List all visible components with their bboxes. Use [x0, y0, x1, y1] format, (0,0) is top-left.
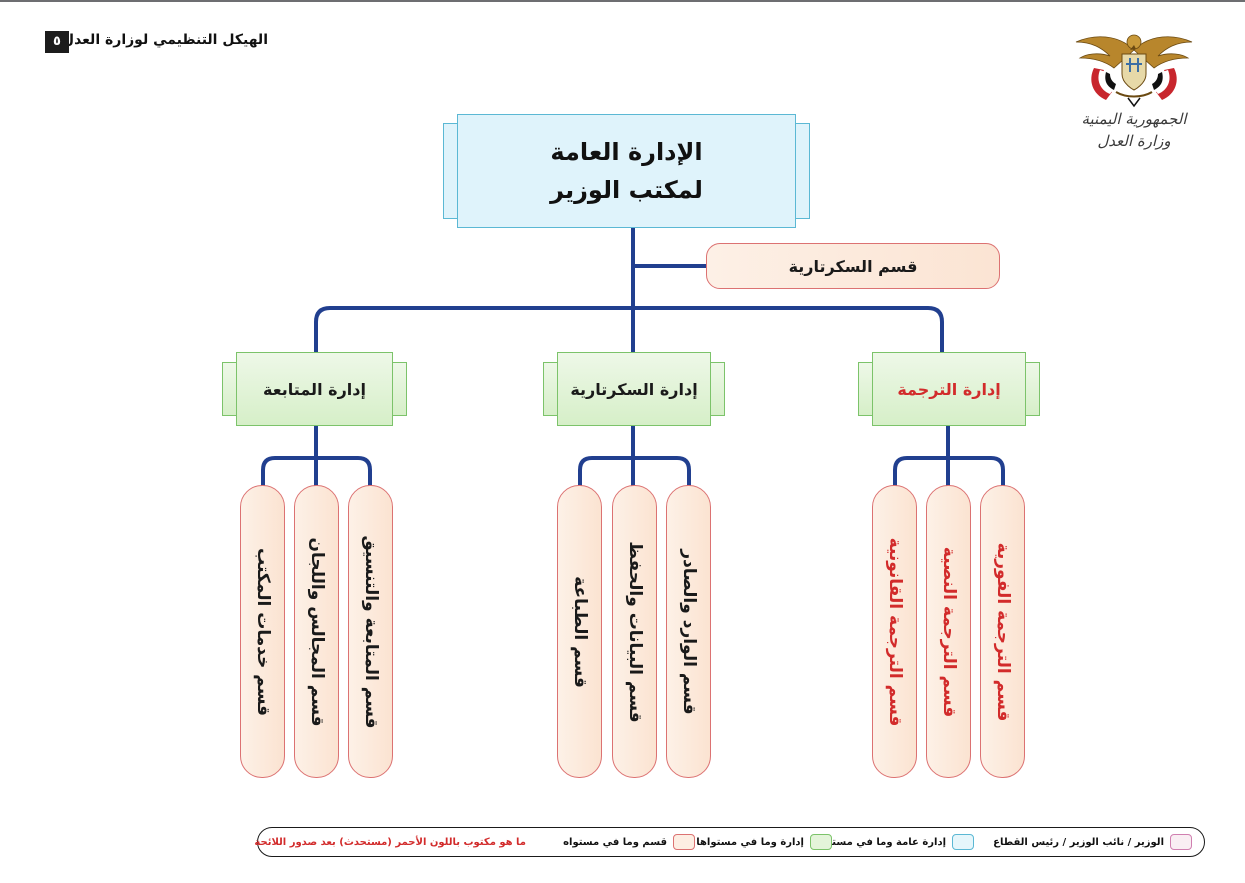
legend-item-minister: الوزير / نائب الوزير / رئيس القطاع: [993, 833, 1192, 851]
dept-translation-box: إدارة الترجمة: [858, 352, 1040, 426]
legend-item-admin: إدارة وما في مستواها: [696, 833, 832, 851]
section-box: قسم البيانات والحفظ: [612, 485, 657, 778]
section-label: قسم المتابعة والتنسيق: [360, 534, 381, 729]
legend-label: إدارة عامة وما في مستواها: [811, 836, 946, 848]
legend-swatch-green: [810, 834, 832, 850]
dept-secretariat-label: إدارة السكرتارية: [570, 379, 698, 399]
section-label: قسم الترجمة الفورية: [992, 542, 1013, 721]
section-box: قسم المتابعة والتنسيق: [348, 485, 393, 778]
page-number: ٥: [45, 31, 69, 53]
section-label: قسم الترجمة القانونية: [884, 537, 905, 726]
dept-translation-label: إدارة الترجمة: [897, 379, 1001, 399]
legend-label: إدارة وما في مستواها: [696, 836, 804, 848]
section-box: قسم خدمات المكتب: [240, 485, 285, 778]
dept-2-section-bus: [578, 456, 691, 487]
emblem-republic-text: الجمهورية اليمنية: [1081, 110, 1187, 128]
legend-label: قسم وما في مستواه: [563, 836, 667, 848]
section-label: قسم خدمات المكتب: [252, 547, 273, 716]
dept-3-section-bus: [261, 456, 372, 487]
legend-swatch-blue: [952, 834, 974, 850]
page-title: الهيكل التنظيمي لوزارة العدل: [61, 32, 268, 48]
yemen-emblem: الجمهورية اليمنية وزارة العدل: [1072, 28, 1196, 168]
legend-label: الوزير / نائب الوزير / رئيس القطاع: [993, 836, 1164, 848]
main-box-line2: لمكتب الوزير: [550, 176, 703, 204]
section-box: قسم الترجمة القانونية: [872, 485, 917, 778]
top-rule: [0, 0, 1245, 2]
dept-1-section-bus: [893, 456, 1005, 487]
emblem-ministry-text: وزارة العدل: [1097, 132, 1171, 150]
dept-secretariat-box: إدارة السكرتارية: [543, 352, 725, 426]
general-admin-minister-office-box: الإدارة العامة لمكتب الوزير: [443, 114, 810, 228]
section-box: قسم الطباعة: [557, 485, 602, 778]
legend: الوزير / نائب الوزير / رئيس القطاع إدارة…: [254, 827, 1205, 857]
section-label: قسم المجالس واللجان: [306, 536, 327, 727]
legend-swatch-peach: [673, 834, 695, 850]
section-label: قسم الوارد والصادر: [678, 548, 699, 715]
section-box: قسم الوارد والصادر: [666, 485, 711, 778]
legend-item-section: قسم وما في مستواه: [563, 833, 695, 851]
secretariat-section-box: قسم السكرتارية: [706, 243, 1000, 289]
section-label: قسم الترجمة النصية: [938, 546, 959, 717]
dept-followup-box: إدارة المتابعة: [222, 352, 407, 426]
section-label: قسم الطباعة: [569, 575, 590, 688]
section-label: قسم البيانات والحفظ: [624, 540, 645, 723]
main-box-line1: الإدارة العامة: [550, 138, 703, 166]
section-box: قسم الترجمة الفورية: [980, 485, 1025, 778]
legend-item-general-admin: إدارة عامة وما في مستواها: [812, 833, 974, 851]
eagle-emblem-icon: [1075, 34, 1193, 108]
section-box: قسم الترجمة النصية: [926, 485, 971, 778]
section-box: قسم المجالس واللجان: [294, 485, 339, 778]
legend-swatch-pink: [1170, 834, 1192, 850]
dept-followup-label: إدارة المتابعة: [263, 379, 366, 399]
department-bus-line: [314, 306, 944, 354]
legend-note: ما هو مكتوب باللون الأحمر (مستحدث) بعد ص…: [254, 836, 526, 848]
